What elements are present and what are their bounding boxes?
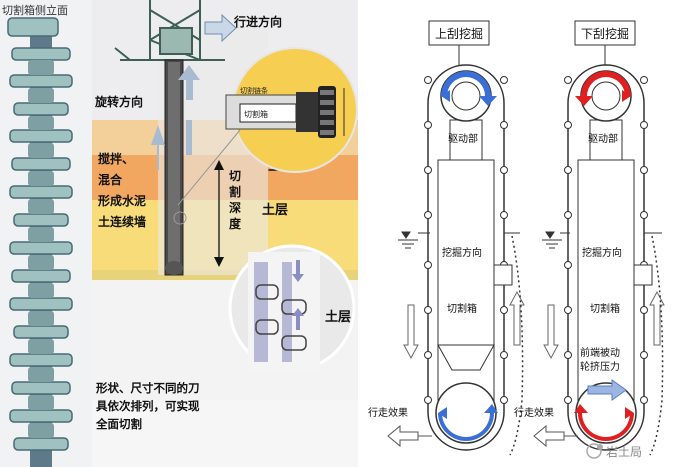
svg-text:形成水泥: 形成水泥	[98, 193, 146, 208]
svg-text:土连续墙: 土连续墙	[98, 214, 146, 229]
travel-direction-arrow	[204, 13, 237, 43]
rotation-arrow-blue-top	[441, 71, 497, 106]
svg-text:形状、尺寸不同的刀: 形状、尺寸不同的刀	[96, 381, 200, 395]
svg-text:全面切割: 全面切割	[95, 417, 142, 431]
drive-label-upper: 驱动部	[448, 132, 478, 145]
svg-text:深: 深	[229, 200, 241, 215]
dig-direction-lower: 挖掘方向	[582, 246, 622, 259]
svg-text:切: 切	[229, 169, 241, 183]
svg-text:混合: 混合	[98, 172, 123, 187]
inset-cutter-head: 切割箱 切割链条	[225, 47, 358, 173]
lower-scrape-diagram: 下刮挖掘 驱动部	[514, 20, 665, 456]
cut-depth-indicator	[214, 160, 224, 267]
svg-text:割: 割	[229, 184, 241, 199]
water-level-upper	[398, 231, 418, 249]
rotation-arrow-red-bottom	[574, 404, 634, 441]
upper-scrape-diagram: 上刮挖掘 驱动部	[368, 20, 525, 456]
walk-effect-upper: 行走效果	[368, 406, 408, 419]
rotation-arrow-red-top	[575, 71, 631, 106]
svg-text:具依次排列，可实现: 具依次排列，可实现	[96, 399, 200, 413]
cut-box-upper: 切割箱	[447, 302, 477, 315]
dig-direction-upper: 挖掘方向	[442, 246, 482, 259]
walk-effect-lower: 行走效果	[514, 406, 554, 419]
svg-text:轮挤压力: 轮挤压力	[580, 360, 620, 373]
machine-frame	[114, 0, 225, 61]
title-box-lower	[574, 20, 636, 46]
strip-title: 切割箱侧立面	[2, 3, 68, 17]
soil-label-middle: 土层	[262, 202, 288, 218]
watermark: 岩土局	[586, 443, 642, 459]
svg-text:前端被动: 前端被动	[580, 346, 620, 359]
rotation-arrow-blue-bottom	[438, 404, 498, 441]
water-level-lower	[542, 231, 562, 249]
title-box-upper	[428, 20, 490, 46]
drive-label-lower: 驱动部	[588, 132, 618, 145]
inset-chain-detail	[228, 244, 356, 372]
rotation-up-arrow	[151, 65, 200, 170]
watermark-text: 岩土局	[606, 444, 642, 459]
front-pressure-label: 前端被动 轮挤压力	[580, 346, 620, 373]
svg-text:上刮挖掘: 上刮挖掘	[435, 26, 483, 41]
cut-box-lower: 切割箱	[590, 302, 620, 315]
inset-head-text: 切割链条	[240, 86, 268, 95]
cut-depth-label: 切 割 深 度	[229, 169, 242, 231]
svg-text:下刮挖掘: 下刮挖掘	[581, 26, 629, 41]
right-panel: 上刮挖掘 驱动部	[358, 0, 677, 467]
svg-text:度: 度	[229, 216, 242, 231]
inset-plate-text: 切割箱	[244, 109, 268, 119]
pressure-arrow	[587, 379, 627, 401]
rotation-direction-label: 旋转方向	[94, 94, 143, 109]
tools-label: 形状、尺寸不同的刀 具依次排列，可实现 全面切割	[95, 381, 200, 431]
svg-text:搅拌、: 搅拌、	[98, 151, 134, 166]
left-panel: 切割箱侧立面 行进方向 旋转方向	[0, 0, 358, 467]
chain-strip: 切割箱侧立面	[0, 0, 92, 467]
mixing-label: 搅拌、 混合 形成水泥 土连续墙	[98, 151, 146, 229]
travel-direction-label: 行进方向	[233, 14, 282, 29]
soil-label-lower: 土层	[325, 309, 351, 325]
